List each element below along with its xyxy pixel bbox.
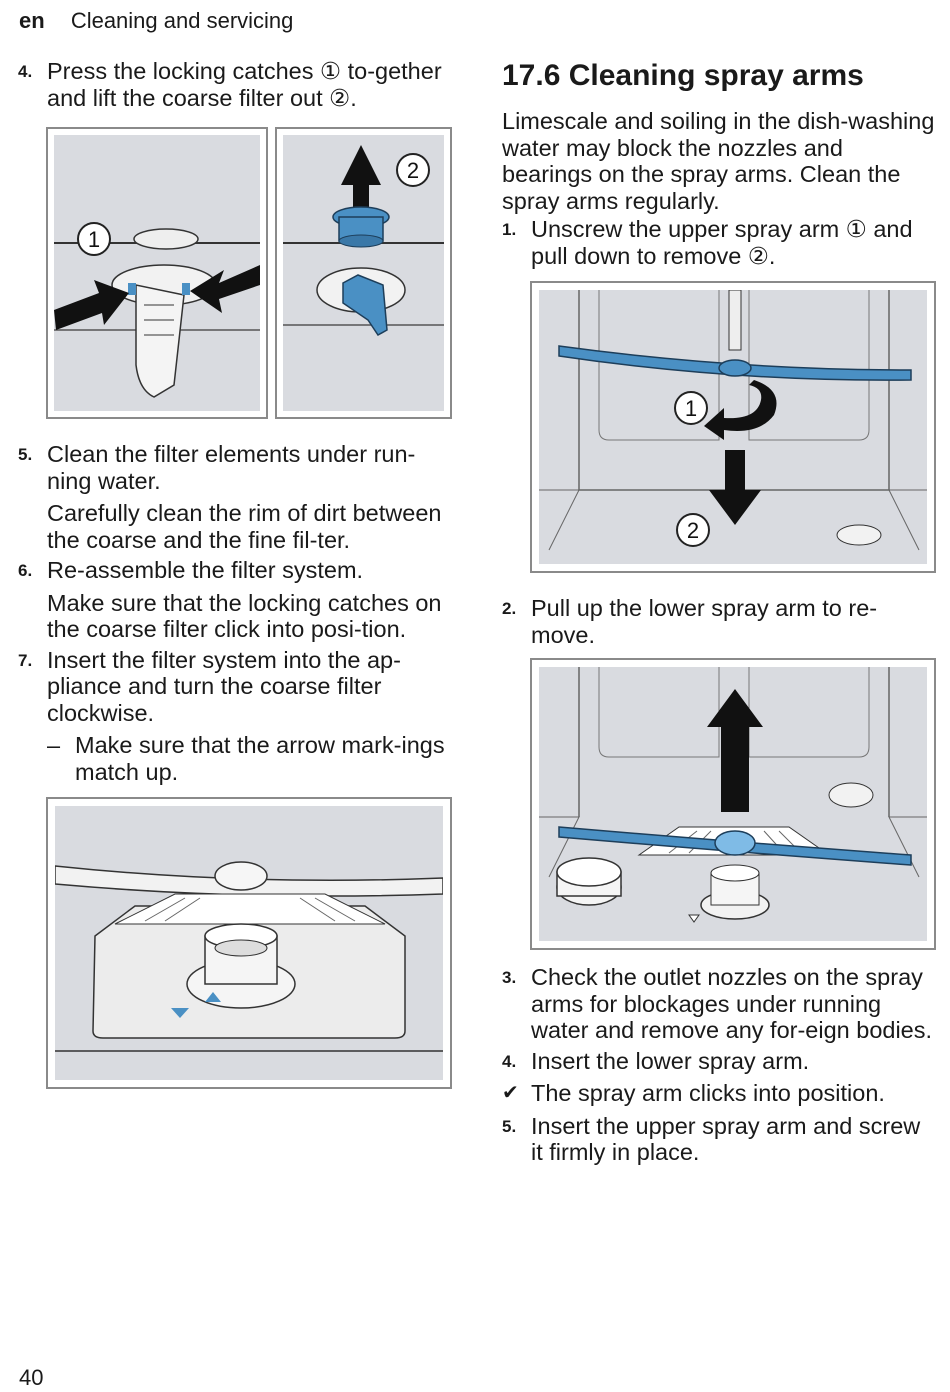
step-text: Clean the filter elements under run-ning… bbox=[47, 441, 416, 494]
step-text: Check the outlet nozzles on the spray ar… bbox=[531, 964, 933, 1043]
upper-spray-arm-illustration: 1 2 bbox=[539, 290, 927, 564]
result-clicks-into-position: ✔ The spray arm clicks into position. bbox=[502, 1080, 938, 1107]
step-number: 6. bbox=[18, 561, 33, 580]
step-3-check-nozzles: 3. Check the outlet nozzles on the spray… bbox=[502, 964, 938, 1044]
step-number: 7. bbox=[18, 650, 33, 670]
step-1-upper-arm: 1. Unscrew the upper spray arm ① and pul… bbox=[502, 216, 938, 269]
step-text: Insert the lower spray arm. bbox=[531, 1047, 810, 1074]
step-4-filter: 4. Press the locking catches ① to-gether… bbox=[18, 58, 458, 111]
bullet-dash: – bbox=[47, 732, 61, 758]
figure-filter-inserted bbox=[46, 797, 452, 1089]
step-number: 3. bbox=[502, 968, 517, 987]
lower-spray-arm-illustration bbox=[539, 667, 927, 941]
language-code: en bbox=[19, 8, 45, 33]
step-2-lower-arm: 2. Pull up the lower spray arm to re-mov… bbox=[502, 595, 938, 648]
step-6-note: Make sure that the locking catches on th… bbox=[47, 589, 442, 643]
figure-press-catches: 1 bbox=[46, 127, 268, 419]
bullet-text: Make sure that the arrow mark-ings match… bbox=[75, 732, 445, 785]
step-number: 1. bbox=[502, 220, 517, 239]
step-text: Press the locking catches ① to-gether an… bbox=[47, 58, 442, 111]
step-number: 5. bbox=[502, 1116, 517, 1136]
step-5-insert-upper: 5. Insert the upper spray arm and screw … bbox=[502, 1113, 938, 1166]
section-heading: 17.6 Cleaning spray arms bbox=[502, 59, 864, 92]
left-column: 4. Press the locking catches ① to-gether… bbox=[18, 58, 458, 1089]
step-number: 5. bbox=[18, 445, 33, 464]
step-text: Pull up the lower spray arm to re-move. bbox=[531, 595, 878, 648]
page-header: en Cleaning and servicing bbox=[19, 8, 293, 34]
figure-upper-spray-arm: 1 2 bbox=[530, 281, 936, 573]
step-number: 2. bbox=[502, 599, 517, 618]
step-5-note: Carefully clean the rim of dirt between … bbox=[47, 500, 442, 553]
page-number: 40 bbox=[19, 1365, 44, 1390]
step-text: Insert the filter system into the ap-pli… bbox=[47, 646, 401, 726]
intro-paragraph: Limescale and soiling in the dish-washin… bbox=[502, 108, 935, 214]
step-6-reassemble: 6. Re-assemble the filter system. bbox=[18, 557, 458, 584]
checkmark-icon: ✔ bbox=[502, 1082, 519, 1104]
figure-lower-spray-arm bbox=[530, 658, 936, 950]
figure-label-2: 2 bbox=[687, 518, 699, 543]
step-text: Re-assemble the filter system. bbox=[47, 557, 364, 583]
step-5-clean: 5. Clean the filter elements under run-n… bbox=[18, 441, 458, 494]
filter-inserted-illustration bbox=[55, 806, 443, 1080]
lift-filter-illustration: 2 bbox=[283, 135, 444, 411]
step-7-bullet: – Make sure that the arrow mark-ings mat… bbox=[18, 732, 458, 785]
right-column: 17.6 Cleaning spray arms Limescale and s… bbox=[502, 58, 938, 1166]
step-number: 4. bbox=[502, 1051, 517, 1071]
step-7-insert: 7. Insert the filter system into the ap-… bbox=[18, 647, 458, 727]
step-text: Unscrew the upper spray arm ① and pull d… bbox=[531, 216, 913, 269]
result-text: The spray arm clicks into position. bbox=[531, 1080, 885, 1106]
figure-label-2: 2 bbox=[407, 158, 419, 183]
step-text: Insert the upper spray arm and screw it … bbox=[531, 1112, 921, 1166]
figure-lift-filter: 2 bbox=[275, 127, 452, 419]
filter-removal-figures: 1 2 bbox=[18, 127, 458, 423]
press-catches-illustration: 1 bbox=[54, 135, 260, 411]
figure-label-1: 1 bbox=[88, 227, 100, 252]
section-title: Cleaning and servicing bbox=[70, 8, 294, 33]
figure-label-1: 1 bbox=[685, 396, 697, 421]
step-number: 4. bbox=[18, 62, 33, 81]
step-4-insert-lower: 4. Insert the lower spray arm. bbox=[502, 1048, 938, 1075]
